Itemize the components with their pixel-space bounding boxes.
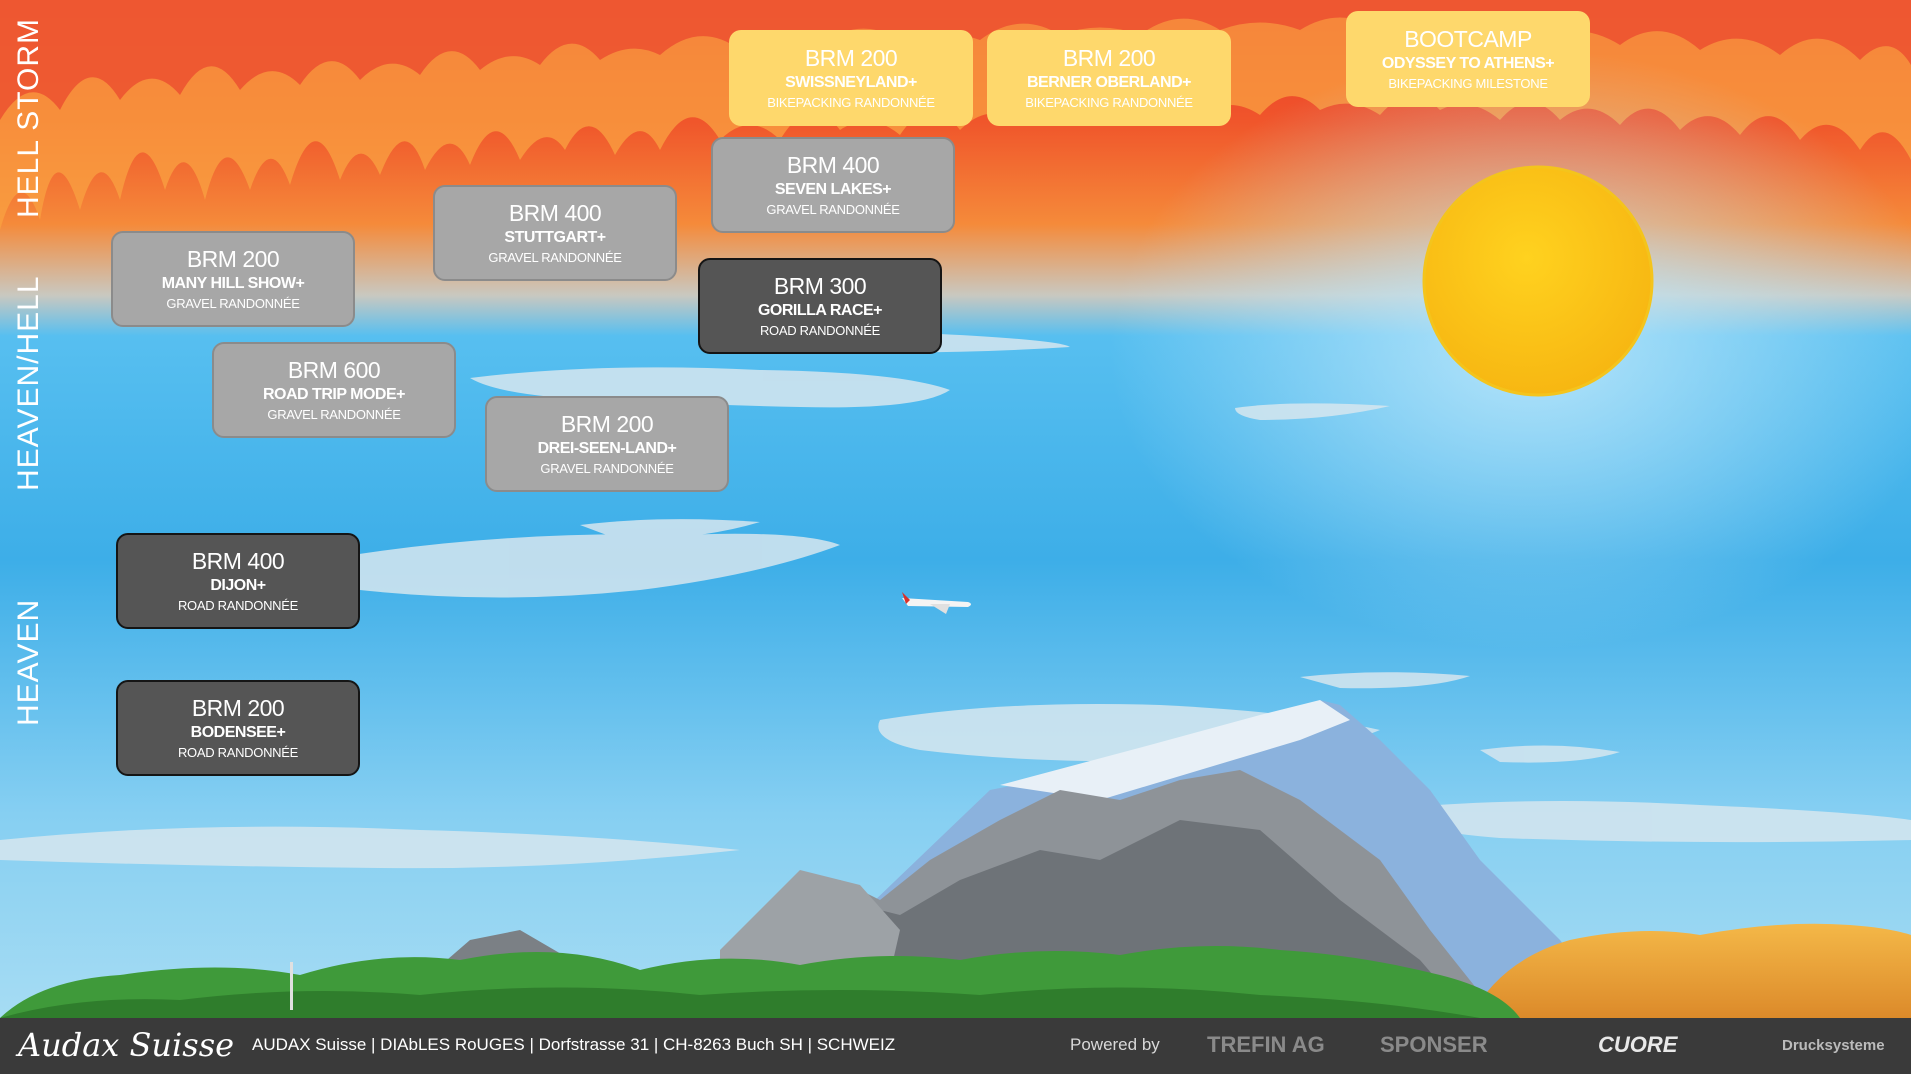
side-label-heaven: HEAVEN (12, 598, 45, 726)
clouds-graphic (0, 331, 1911, 869)
card-title: BRM 600 (287, 357, 381, 383)
card-type: BIKEPACKING RANDONNÉE (1025, 95, 1193, 110)
card-brm400-dijon[interactable]: BRM 400 DIJON+ ROAD RANDONNÉE (116, 533, 360, 629)
card-bootcamp-odyssey[interactable]: BOOTCAMP ODYSSEY TO ATHENS+ BIKEPACKING … (1346, 11, 1590, 107)
card-name: SEVEN LAKES+ (774, 181, 892, 198)
powered-by-label: Powered by (1070, 1035, 1160, 1054)
card-type: BIKEPACKING MILESTONE (1388, 76, 1548, 91)
hills-graphic (0, 946, 1520, 1018)
side-label-heaven-hell: HEAVEN/HELL (12, 275, 45, 491)
card-brm400-stuttgart[interactable]: BRM 400 STUTTGART+ GRAVEL RANDONNÉE (433, 185, 677, 281)
card-brm200-many-hill-show[interactable]: BRM 200 MANY HILL SHOW+ GRAVEL RANDONNÉE (111, 231, 355, 327)
card-brm200-berner-oberland[interactable]: BRM 200 BERNER OBERLAND+ BIKEPACKING RAN… (987, 30, 1231, 126)
card-type: GRAVEL RANDONNÉE (488, 250, 622, 265)
card-name: BODENSEE+ (190, 724, 286, 741)
card-name: ODYSSEY TO ATHENS+ (1381, 55, 1555, 72)
card-brm200-bodensee[interactable]: BRM 200 BODENSEE+ ROAD RANDONNÉE (116, 680, 360, 776)
card-brm400-seven-lakes[interactable]: BRM 400 SEVEN LAKES+ GRAVEL RANDONNÉE (711, 137, 955, 233)
airplane-graphic (902, 592, 971, 614)
card-type: GRAVEL RANDONNÉE (540, 461, 674, 476)
sponsor-trefin-logo[interactable]: TREFIN AG (1207, 1032, 1325, 1057)
sun-graphic (1422, 165, 1654, 397)
card-title: BRM 200 (560, 411, 654, 437)
footer: Audax Suisse AUDAX Suisse | DIAbLES RoUG… (0, 1018, 1911, 1074)
card-title: BRM 400 (191, 548, 285, 574)
footer-address: AUDAX Suisse | DIAbLES RoUGES | Dorfstra… (252, 1035, 896, 1054)
card-type: GRAVEL RANDONNÉE (166, 296, 300, 311)
card-title: BRM 400 (508, 200, 602, 226)
card-name: STUTTGART+ (504, 229, 606, 246)
desert-graphic (1470, 923, 1911, 1018)
card-title: BRM 200 (804, 45, 898, 71)
card-type: ROAD RANDONNÉE (177, 745, 299, 760)
card-type: BIKEPACKING RANDONNÉE (767, 95, 935, 110)
card-type: GRAVEL RANDONNÉE (766, 202, 900, 217)
card-brm600-road-trip-mode[interactable]: BRM 600 ROAD TRIP MODE+ GRAVEL RANDONNÉE (212, 342, 456, 438)
audax-suisse-logo[interactable]: Audax Suisse (18, 1026, 235, 1064)
card-name: GORILLA RACE+ (757, 302, 883, 319)
card-name: SWISSNEYLAND+ (785, 74, 917, 91)
card-title: BOOTCAMP (1404, 26, 1532, 52)
landscape-background (0, 0, 1911, 1018)
card-name: BERNER OBERLAND+ (1026, 74, 1192, 91)
card-type: ROAD RANDONNÉE (177, 598, 299, 613)
card-name: ROAD TRIP MODE+ (263, 386, 406, 403)
card-title: BRM 200 (186, 246, 280, 272)
card-name: DREI-SEEN-LAND+ (537, 440, 677, 457)
tower-graphic (290, 962, 293, 1010)
card-brm200-swissneyland[interactable]: BRM 200 SWISSNEYLAND+ BIKEPACKING RANDON… (729, 30, 973, 126)
card-brm300-gorilla-race[interactable]: BRM 300 GORILLA RACE+ ROAD RANDONNÉE (698, 258, 942, 354)
card-name: MANY HILL SHOW+ (161, 275, 305, 292)
card-title: BRM 200 (191, 695, 285, 721)
sponsor-cuore-logo[interactable]: CUORE (1598, 1032, 1678, 1057)
sponsor-drucksysteme-logo[interactable]: Drucksysteme (1782, 1037, 1885, 1054)
sponsor-sponser-logo[interactable]: SPONSER (1380, 1032, 1488, 1057)
card-type: GRAVEL RANDONNÉE (267, 407, 401, 422)
card-type: ROAD RANDONNÉE (759, 323, 881, 338)
card-name: DIJON+ (210, 577, 266, 594)
card-title: BRM 400 (786, 152, 880, 178)
card-brm200-drei-seen-land[interactable]: BRM 200 DREI-SEEN-LAND+ GRAVEL RANDONNÉE (485, 396, 729, 492)
card-title: BRM 300 (773, 273, 867, 299)
side-label-hell-storm: HELL STORM (12, 17, 45, 218)
card-title: BRM 200 (1062, 45, 1156, 71)
